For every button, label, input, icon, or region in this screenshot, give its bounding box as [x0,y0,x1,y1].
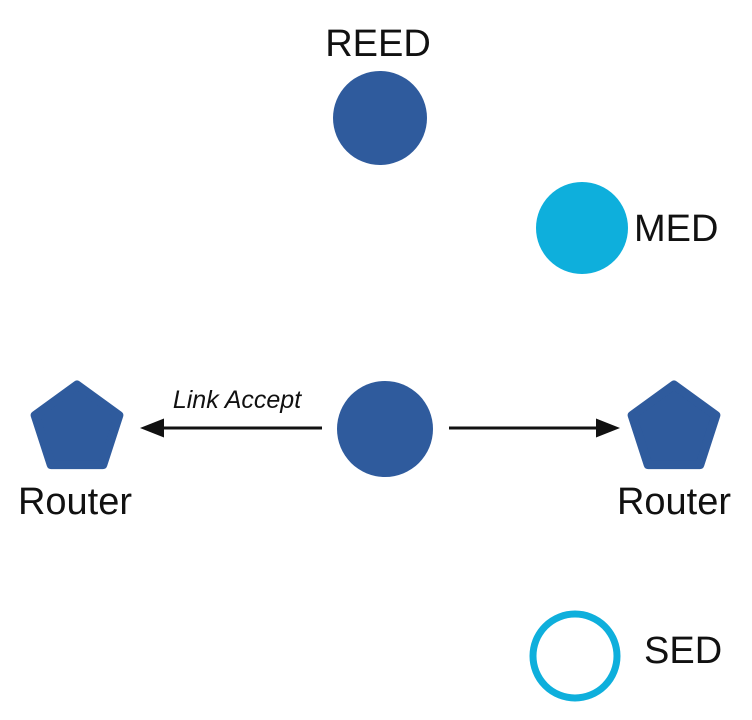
center-node-circle [337,381,433,477]
link-accept-label: Link Accept [173,386,302,414]
right-arrowhead [596,418,620,438]
med-node-circle [536,182,628,274]
router-left-label: Router [18,481,132,523]
sed-node-ring [529,610,621,702]
router-right-pentagon [627,380,721,470]
router-right-label: Router [617,481,731,523]
left-arrowhead [140,418,164,438]
med-label: MED [634,208,718,250]
reed-node-circle [333,71,427,165]
right-arrow [449,418,620,438]
router-left-pentagon [30,380,124,470]
sed-label: SED [644,630,722,672]
left-arrow [140,418,322,438]
reed-label: REED [325,23,431,65]
